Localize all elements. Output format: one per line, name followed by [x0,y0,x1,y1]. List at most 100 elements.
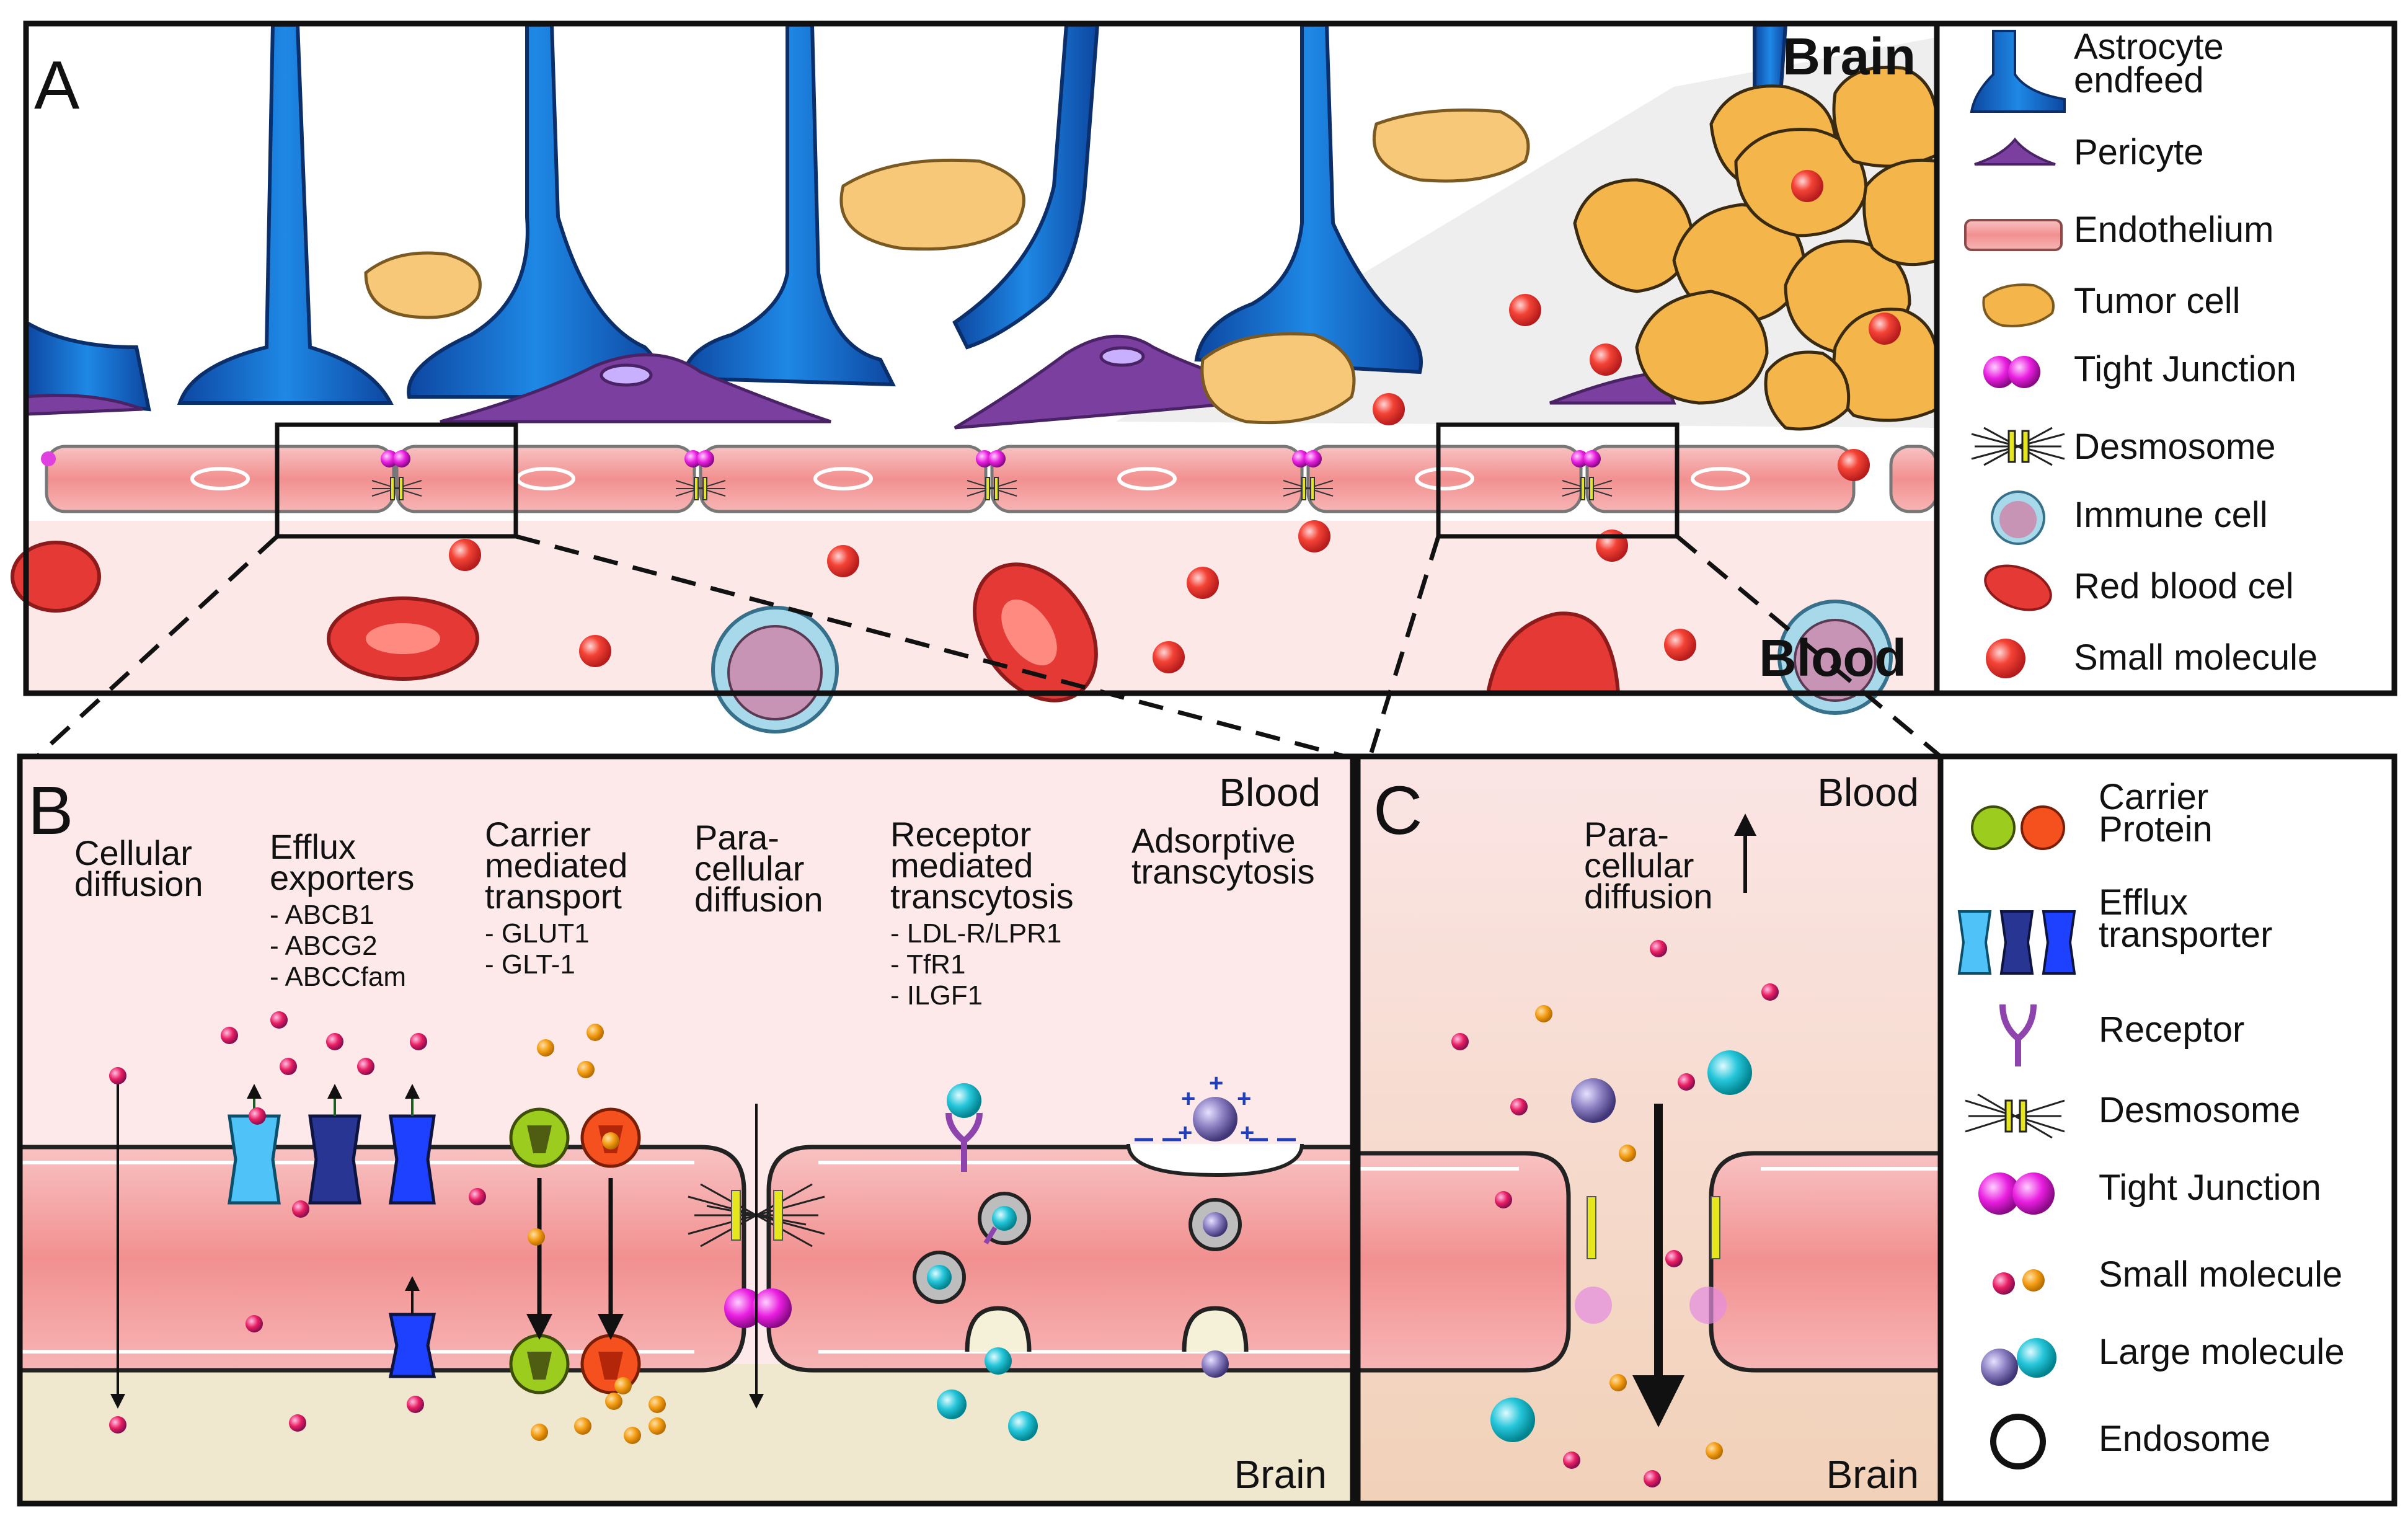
panel-b: + + + + + B Blood Brain Cellulardiffusio… [17,753,1356,1507]
desmosome-plaque [731,1190,741,1241]
panel-b-brain-label: Brain [1234,1452,1327,1497]
legend-a-label: Astrocyte [2074,27,2224,67]
endothelial-cell [395,445,696,513]
immune-cell-nucleus [1794,619,1877,702]
small-molecule-icon [1993,1269,2045,1295]
adsorptive-transcytosis: + + + + + [1127,1070,1304,1378]
small-molecule [1451,1033,1469,1050]
endothelial-cell [45,445,396,513]
small-molecule [357,1058,374,1075]
tumor-cell [1635,290,1769,405]
efflux-exporters [228,1084,436,1378]
tight-junction [1304,450,1322,468]
red-blood-cell [11,541,101,613]
legend-a-label: Tight Junction [2074,349,2296,389]
efflux-transporter [389,1114,436,1205]
positive-charges: + + + + + [1178,1070,1254,1146]
small-molecule [469,1188,486,1205]
large-molecule [927,1265,952,1290]
legend-c-label: transporter [2099,915,2272,955]
pericyte [24,394,143,416]
endothelium-icon [1964,219,2063,251]
panel-c-brain-label: Brain [1826,1452,1919,1497]
legend-c-label: Carrier [2099,777,2208,817]
tight-junction-open [1689,1287,1727,1324]
desmosome [1283,477,1334,500]
small-molecule [1563,1451,1580,1469]
panel-c-blood-label: Blood [1817,770,1919,815]
large-molecule [1008,1411,1038,1441]
legend-c: CarrierProteinEffluxtransporterReceptorD… [1937,753,2397,1507]
legend-c-label: Small molecule [2099,1254,2342,1295]
astrocyte-endfoot [679,23,896,387]
small-molecule [292,1200,309,1218]
large-molecule-icon [1981,1338,2056,1386]
panel-b-brain-area [20,1364,1353,1504]
svg-text:+: + [1237,1085,1251,1112]
large-molecule [1707,1050,1752,1095]
receptor-transcytosis [913,1083,1038,1441]
mechanism-example: - LDL-R/LPR1 [890,918,1061,949]
free-tumor-cells [364,109,1530,425]
blood-cells [11,541,1893,733]
mechanism-heading: Para- [694,818,779,857]
mechanism-heading: transcytosis [890,877,1074,916]
receptor [983,1226,998,1245]
carrier-protein-channel [527,1352,552,1380]
tight-junction [697,450,714,468]
panel-b-letter: B [28,773,73,849]
small-molecule [1535,1005,1552,1022]
small-molecule [648,1417,666,1435]
mechanism-heading: mediated [485,846,627,885]
tumor-cell [1200,332,1356,425]
tight-junction-icon [1978,1172,2055,1215]
mechanism-heading: transport [485,877,622,916]
endothelial-cell-right [766,1145,1355,1373]
red-blood-cell-center [1001,599,1057,666]
small-molecule [1609,1374,1627,1391]
tight-junction [724,1288,764,1328]
small-molecule [537,1039,554,1057]
small-molecules-b [221,1011,666,1444]
endothelial-cells [41,445,1939,513]
desmosome [675,477,726,500]
small-molecule [1665,1250,1683,1267]
legend-c-label: Large molecule [2099,1332,2345,1372]
carrier-protein-channel [598,1352,623,1380]
panel-c-annotation-text: Para- [1584,815,1669,854]
endosome-icon [1990,1414,2046,1469]
mechanism-heading: Receptor [890,815,1031,854]
small-molecule [827,545,859,577]
mechanism-heading: diffusion [74,864,203,903]
tight-junction [381,450,398,468]
tumor-cell [364,251,482,319]
mechanism-example: - ILGF1 [890,980,983,1011]
red-blood-cell-icon [1984,564,2052,611]
legend-a-label: Small molecule [2074,637,2317,678]
small-molecule [605,1393,622,1410]
small-molecule [531,1424,548,1441]
red-blood-cell [1485,611,1621,695]
endothelial-cell [1889,445,1939,513]
small-molecule [1187,567,1219,599]
pericyte-nucleus [1099,346,1145,367]
small-molecule [574,1417,591,1435]
small-molecule-icon [1986,639,2025,678]
tumor-cell [1764,350,1851,431]
astrocyte-endfoot [1194,23,1423,374]
small-molecule [221,1027,238,1044]
desmosome-plaque [773,1190,783,1241]
legend-c-labels: CarrierProteinEffluxtransporterReceptorD… [2099,777,2345,1459]
small-molecule [280,1058,297,1075]
endosome-exocytosis [965,1306,1032,1352]
tight-junction [1583,450,1601,468]
mechanism-heading: transcytosis [1131,852,1315,891]
large-molecule [1571,1078,1616,1123]
small-molecule [1664,629,1696,661]
endosome-exocytosis [1182,1306,1249,1352]
small-molecule [1619,1145,1636,1162]
small-molecule [410,1033,427,1050]
endothelial-nucleus [813,467,873,490]
zoom-box-b [275,422,518,539]
